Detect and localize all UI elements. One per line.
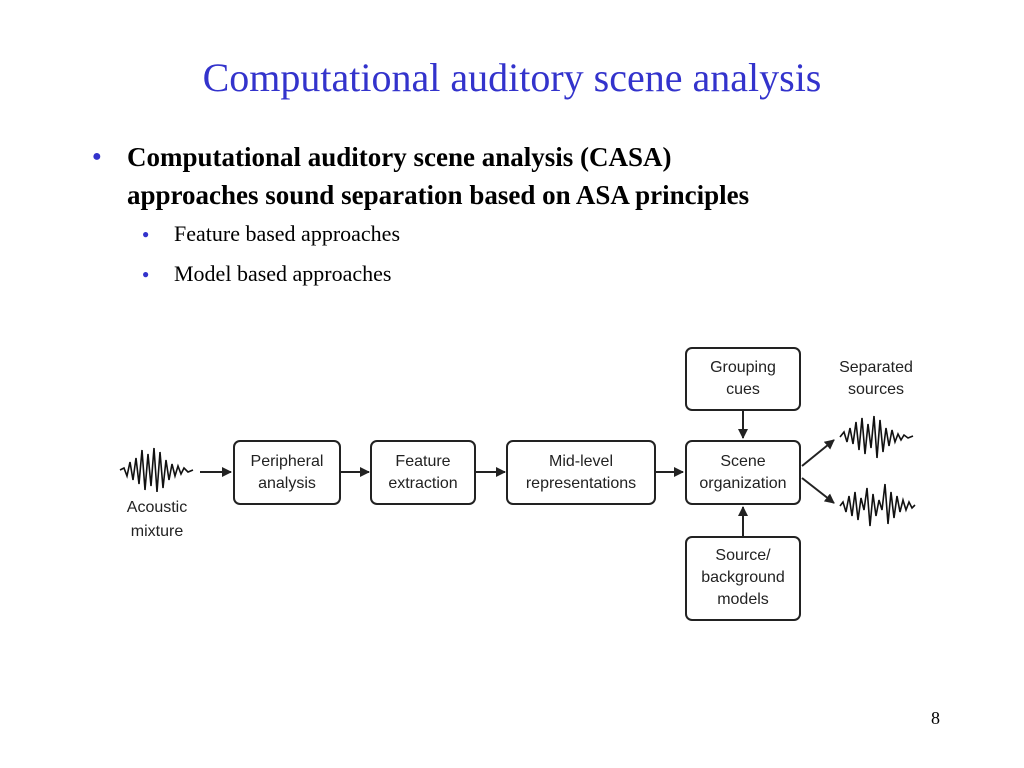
peripheral-analysis-box	[233, 440, 341, 505]
peripheral-analysis-line-1: Peripheral	[251, 453, 324, 470]
main-bullet: ● Computational auditory scene analysis …	[92, 138, 972, 214]
arrow-scene-to-source-2	[801, 477, 835, 504]
models-line-2: background	[701, 569, 785, 586]
feature-extraction-line-2: extraction	[388, 475, 457, 492]
arrow-scene-to-source-1	[801, 439, 835, 467]
grouping-cues-box	[685, 347, 801, 411]
sub-bullet-text: Model based approaches	[174, 261, 392, 286]
bullet-dot-icon: ●	[92, 148, 102, 165]
separated-source-2-waveform-icon	[839, 483, 916, 527]
models-line-3: models	[717, 591, 769, 608]
bullet-list: ● Computational auditory scene analysis …	[92, 138, 972, 294]
main-bullet-line-1: Computational auditory scene analysis (C…	[127, 142, 672, 172]
peripheral-analysis-line-2: analysis	[258, 475, 316, 492]
acoustic-mixture-label-line-2: mixture	[131, 523, 184, 540]
sub-bullet: ● Feature based approaches	[142, 214, 972, 254]
scene-organization-line-2: organization	[699, 475, 786, 492]
sub-bullet: ● Model based approaches	[142, 254, 972, 294]
bullet-dot-icon: ●	[142, 267, 150, 281]
grouping-cues-line-1: Grouping	[710, 359, 776, 376]
feature-extraction-line-1: Feature	[395, 453, 450, 470]
bullet-dot-icon: ●	[142, 227, 150, 241]
main-bullet-line-2: approaches sound separation based on ASA…	[127, 180, 750, 210]
separated-sources-label-line-2: sources	[848, 381, 904, 398]
grouping-cues-line-2: cues	[726, 381, 760, 398]
mid-level-representations-box	[506, 440, 656, 505]
mid-level-line-1: Mid-level	[549, 453, 613, 470]
slide-title: Computational auditory scene analysis	[202, 55, 822, 100]
scene-organization-line-1: Scene	[720, 453, 765, 470]
mid-level-line-2: representations	[526, 475, 636, 492]
page-number: 8	[931, 708, 940, 728]
sub-bullet-text: Feature based approaches	[174, 221, 401, 246]
separated-source-1-waveform-icon	[839, 415, 914, 459]
models-line-1: Source/	[715, 547, 771, 564]
acoustic-mixture-waveform-icon	[119, 447, 194, 493]
scene-organization-box	[685, 440, 801, 505]
acoustic-mixture-label-line-1: Acoustic	[127, 499, 187, 516]
separated-sources-label-line-1: Separated	[839, 359, 913, 376]
feature-extraction-box	[370, 440, 476, 505]
